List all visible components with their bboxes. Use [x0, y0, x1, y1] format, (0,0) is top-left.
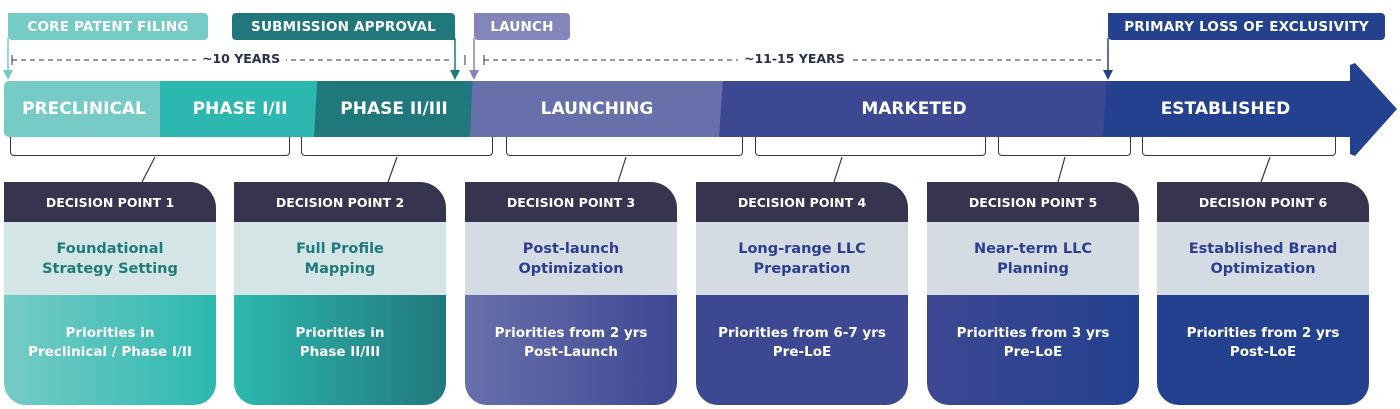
duration-label-10-years: ~10 YEARS — [196, 51, 287, 66]
card-priorities: Priorities from 6-7 yrs Pre-LoE — [696, 295, 908, 405]
decision-point-card-6: DECISION POINT 6 Established Brand Optim… — [1157, 182, 1369, 405]
card-header: DECISION POINT 5 — [927, 182, 1139, 222]
phase-preclinical: PRECLINICAL — [4, 81, 164, 137]
core-patent-pointer — [3, 38, 13, 80]
bracket-dp1 — [10, 137, 290, 156]
bracket-dp6 — [1142, 137, 1336, 156]
card-title: Full Profile Mapping — [234, 222, 446, 295]
card-title: Post-launch Optimization — [465, 222, 677, 295]
card-title: Near-term LLC Planning — [927, 222, 1139, 295]
phase-marketed: MARKETED — [719, 81, 1109, 137]
timeline-arrowhead-icon — [1345, 63, 1397, 156]
connector-lines — [141, 156, 1271, 183]
card-title: Established Brand Optimization — [1157, 222, 1369, 295]
submission-approval-pointer — [450, 38, 460, 80]
milestone-submission-approval: SUBMISSION APPROVAL — [232, 13, 455, 40]
card-priorities: Priorities from 2 yrs Post-LoE — [1157, 295, 1369, 405]
milestone-launch: LAUNCH — [474, 13, 570, 40]
launch-pointer — [469, 38, 479, 80]
bracket-dp4 — [755, 137, 986, 156]
decision-point-card-5: DECISION POINT 5 Near-term LLC Planning … — [927, 182, 1139, 405]
card-header: DECISION POINT 2 — [234, 182, 446, 222]
milestone-primary-loss-of-exclusivity: PRIMARY LOSS OF EXCLUSIVITY — [1108, 13, 1385, 40]
card-priorities: Priorities in Phase II/III — [234, 295, 446, 405]
duration-label-11-15-years: ~11-15 YEARS — [738, 51, 851, 66]
card-header: DECISION POINT 6 — [1157, 182, 1369, 222]
phase-2-3: PHASE II/III — [314, 81, 474, 137]
card-priorities: Priorities from 2 yrs Post-Launch — [465, 295, 677, 405]
card-header: DECISION POINT 4 — [696, 182, 908, 222]
bracket-dp3 — [506, 137, 743, 156]
phase-launching: LAUNCHING — [470, 81, 724, 137]
phase-1-2: PHASE I/II — [160, 81, 320, 137]
loe-pointer — [1103, 38, 1113, 80]
card-priorities: Priorities from 3 yrs Pre-LoE — [927, 295, 1139, 405]
milestone-core-patent-filing: CORE PATENT FILING — [8, 13, 208, 40]
decision-point-card-2: DECISION POINT 2 Full Profile Mapping Pr… — [234, 182, 446, 405]
card-title: Foundational Strategy Setting — [4, 222, 216, 295]
decision-point-card-1: DECISION POINT 1 Foundational Strategy S… — [4, 182, 216, 405]
card-header: DECISION POINT 3 — [465, 182, 677, 222]
bracket-dp5 — [998, 137, 1131, 156]
decision-point-card-3: DECISION POINT 3 Post-launch Optimizatio… — [465, 182, 677, 405]
bracket-dp2 — [301, 137, 493, 156]
card-priorities: Priorities in Preclinical / Phase I/II — [4, 295, 216, 405]
phase-established: ESTABLISHED — [1103, 81, 1348, 137]
card-header: DECISION POINT 1 — [4, 182, 216, 222]
card-title: Long-range LLC Preparation — [696, 222, 908, 295]
decision-point-card-4: DECISION POINT 4 Long-range LLC Preparat… — [696, 182, 908, 405]
